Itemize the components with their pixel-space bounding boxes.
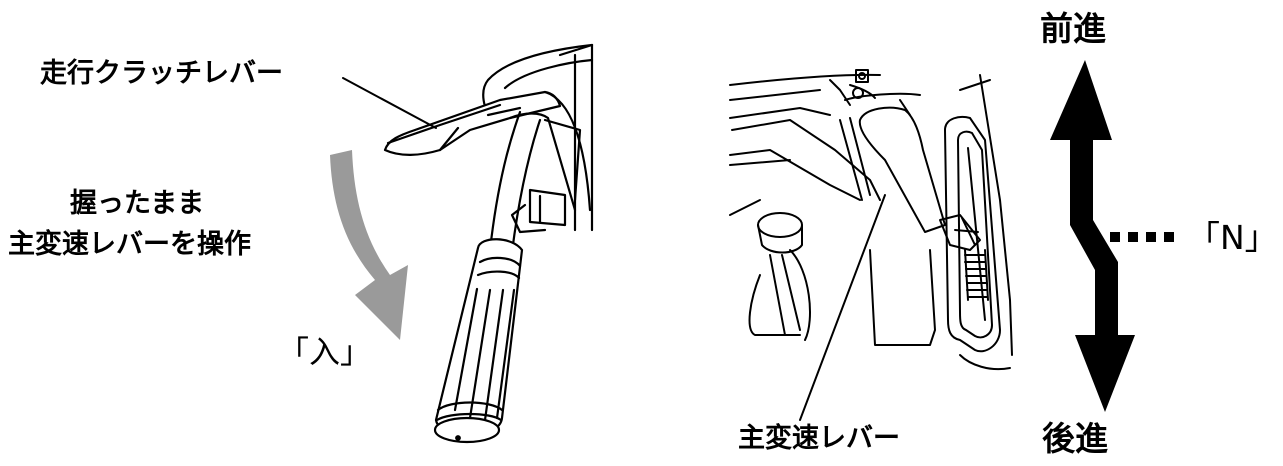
engage-label: 「入」 [278,335,371,371]
engage-direction-arrow [330,150,408,340]
clutch-lever-leader-line [342,77,437,129]
shift-gate-slot [944,115,1001,353]
clutch-lever-label: 走行クラッチレバー [40,58,283,89]
main-shift-lever [858,106,981,251]
neutral-indicator-dots [1110,232,1174,242]
instruction-line-2: 主変速レバーを操作 [8,229,251,260]
forward-label: 前進 [1040,9,1106,48]
main-shift-lever-grip [433,238,524,444]
neutral-label: 「N」 [1187,218,1278,257]
reverse-label: 後進 [1042,419,1108,458]
main-shift-lever-shaft [486,106,542,254]
main-shift-lever-label: 主変速レバー [738,423,900,454]
lever-spring [964,249,989,301]
clutch-lever-illustration [342,43,594,444]
floor-panel [869,249,1011,371]
forward-reverse-arrow [1050,60,1135,412]
clutch-lever-paddle [383,90,592,212]
lever-housing [482,43,594,234]
instruction-line-1: 握ったまま [70,188,205,219]
secondary-lever [748,212,811,341]
main-lever-leader-line [799,194,886,421]
shift-console-illustration [729,69,1013,421]
